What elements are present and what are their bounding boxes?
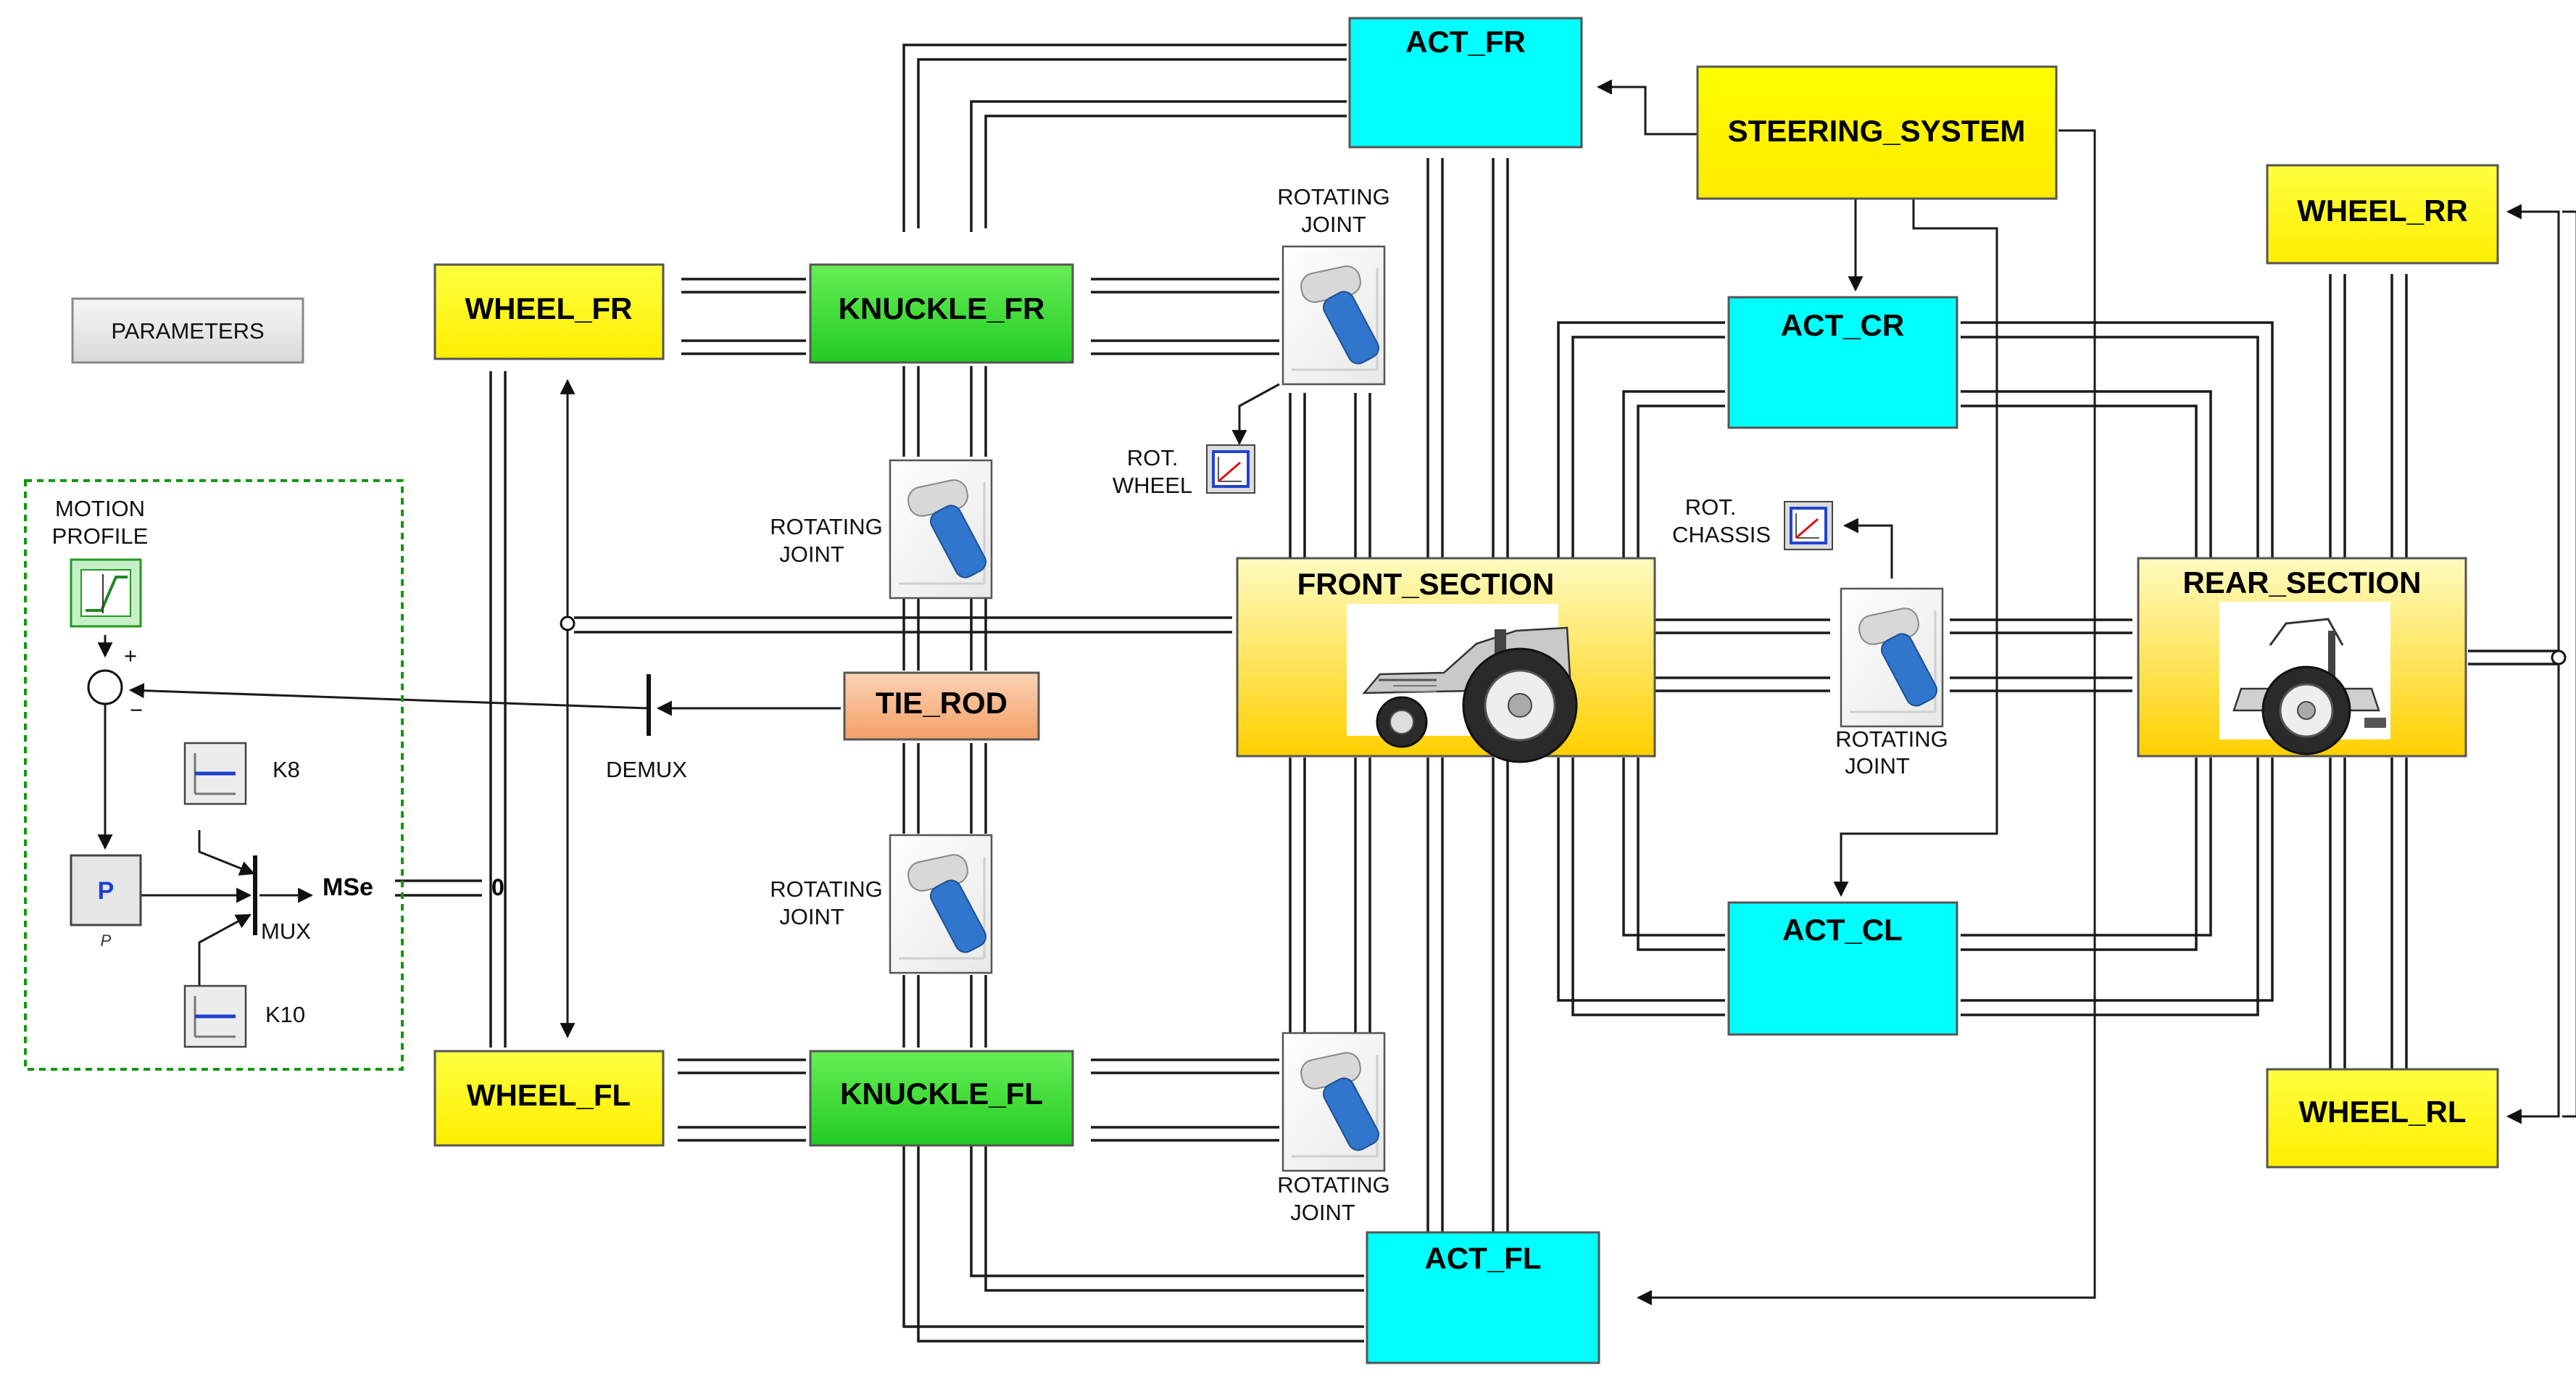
act-cr-block[interactable]: ACT_CR: [1727, 296, 1958, 429]
p-controller-block[interactable]: P P: [70, 854, 142, 950]
parameters-button-label: PARAMETERS: [111, 318, 264, 344]
rot-chassis-label-1: ROT.: [1685, 494, 1737, 520]
wheel-rr-label: WHEEL_RR: [2297, 194, 2468, 228]
act-fr-label: ACT_FR: [1405, 25, 1526, 59]
tie-rod-label: TIE_ROD: [876, 686, 1007, 720]
knuckle-fl-block[interactable]: KNUCKLE_FL: [809, 1050, 1074, 1147]
rotating-joint-ch-label-2: JOINT: [1845, 753, 1910, 779]
wheel-rl-block[interactable]: WHEEL_RL: [2266, 1068, 2499, 1169]
k8-gain-block[interactable]: K8: [185, 743, 300, 804]
parameters-button[interactable]: PARAMETERS: [71, 297, 304, 364]
wheel-rl-label: WHEEL_RL: [2299, 1095, 2467, 1129]
wheel-fr-block[interactable]: WHEEL_FR: [433, 263, 665, 360]
act-fl-block[interactable]: ACT_FL: [1366, 1231, 1600, 1364]
act-fr-block[interactable]: ACT_FR: [1348, 17, 1583, 149]
p-caption: P: [101, 932, 112, 950]
rotating-joint-fl-label-1: ROTATING: [1277, 1172, 1390, 1198]
rotating-joint-fl-label-2: JOINT: [1290, 1200, 1355, 1225]
rotating-joint-uc-label-2: JOINT: [779, 542, 844, 567]
rot-wheel-label-1: ROT.: [1127, 445, 1179, 470]
front-section-block[interactable]: FRONT_SECTION: [1236, 557, 1656, 763]
motion-profile-block[interactable]: MOTION PROFILE: [52, 496, 149, 628]
knuckle-fr-block[interactable]: KNUCKLE_FR: [809, 263, 1074, 364]
wheel-fr-label: WHEEL_FR: [465, 291, 633, 325]
wheel-fl-block[interactable]: WHEEL_FL: [433, 1050, 665, 1147]
rot-chassis-label-2: CHASSIS: [1672, 522, 1771, 547]
rotating-joint-lc-label-1: ROTATING: [770, 876, 883, 902]
demux-label: DEMUX: [606, 757, 687, 782]
tie-rod-block[interactable]: TIE_ROD: [843, 671, 1040, 741]
motion-profile-label-1: MOTION: [55, 496, 145, 521]
knuckle-fl-label: KNUCKLE_FL: [840, 1077, 1043, 1111]
rotating-joint-uc-label-1: ROTATING: [770, 514, 883, 539]
k10-gain-block[interactable]: K10: [185, 986, 305, 1047]
controller-group: [24, 479, 404, 1071]
minus-sign: −: [130, 697, 143, 723]
wheel-rr-block[interactable]: WHEEL_RR: [2266, 164, 2499, 265]
rotating-joint-lower-center[interactable]: ROTATING JOINT: [770, 834, 993, 974]
rot-chassis-plot[interactable]: ROT. CHASSIS: [1672, 494, 1834, 551]
rear-section-label: REAR_SECTION: [2182, 565, 2421, 600]
mse-label: MSe: [323, 874, 373, 901]
p-block-label: P: [98, 877, 115, 905]
act-fl-label: ACT_FL: [1425, 1241, 1542, 1275]
wheel-fl-label: WHEEL_FL: [467, 1078, 631, 1112]
rotating-joint-fr-label-1: ROTATING: [1277, 184, 1390, 210]
rotating-joint-chassis[interactable]: ROTATING JOINT: [1835, 587, 1948, 779]
rotating-joint-fr-label-2: JOINT: [1301, 212, 1366, 237]
connection-wires: [97, 43, 2576, 1343]
k10-label: K10: [265, 1002, 305, 1027]
k8-label: K8: [273, 757, 300, 782]
knuckle-fr-label: KNUCKLE_FR: [839, 291, 1045, 325]
rot-wheel-plot[interactable]: ROT. WHEEL: [1113, 444, 1256, 498]
steering-system-label: STEERING_SYSTEM: [1728, 114, 2026, 148]
rear-section-block[interactable]: REAR_SECTION: [2137, 557, 2467, 758]
rotating-joint-upper-center[interactable]: ROTATING JOINT: [770, 459, 993, 600]
summing-junction: + −: [87, 643, 143, 723]
mux-label: MUX: [261, 918, 311, 944]
rot-wheel-label-2: WHEEL: [1113, 473, 1192, 498]
rotating-joint-ch-label-1: ROTATING: [1835, 726, 1948, 752]
ramp-icon: [86, 576, 128, 612]
rotating-joint-fr[interactable]: ROTATING JOINT: [1277, 184, 1390, 386]
front-section-label: FRONT_SECTION: [1297, 567, 1555, 601]
zero-junction-label: 0: [491, 874, 504, 900]
act-cr-label: ACT_CR: [1781, 308, 1904, 342]
motion-profile-label-2: PROFILE: [52, 523, 149, 549]
plus-sign: +: [124, 643, 137, 668]
act-cl-label: ACT_CL: [1782, 913, 1903, 947]
rotating-joint-fl[interactable]: ROTATING JOINT: [1277, 1032, 1390, 1225]
rotating-joint-lc-label-2: JOINT: [779, 904, 844, 929]
steering-system-block[interactable]: STEERING_SYSTEM: [1696, 65, 2058, 200]
act-cl-block[interactable]: ACT_CL: [1727, 901, 1958, 1036]
